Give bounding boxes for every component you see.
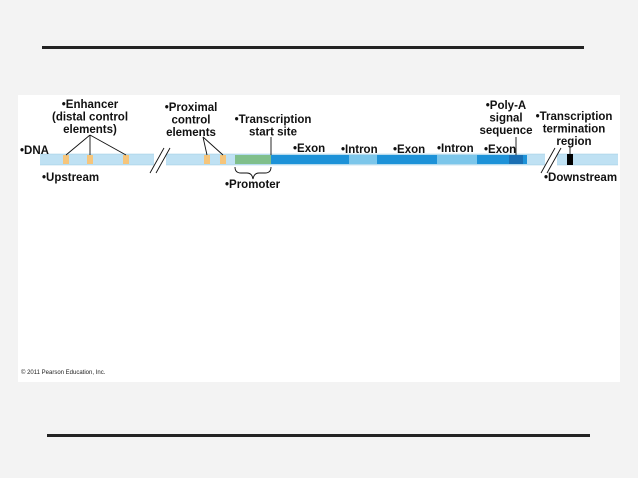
dna-label: •DNA — [20, 145, 49, 157]
intron-label-1: •Intron — [341, 144, 378, 156]
exon-1 — [271, 155, 349, 164]
exon-label-3: •Exon — [484, 144, 516, 156]
promoter-label: •Promoter — [225, 179, 281, 191]
top-divider — [42, 46, 584, 49]
downstream-label: •Downstream — [544, 172, 617, 184]
proximal-element-2 — [220, 155, 226, 164]
enhancer-element-2 — [87, 155, 93, 164]
copyright-text: © 2011 Pearson Education, Inc. — [21, 370, 106, 376]
exon-2 — [377, 155, 437, 164]
strand-break-right — [540, 147, 562, 174]
exon-label-2: •Exon — [393, 144, 425, 156]
intron-1 — [349, 155, 377, 164]
proximal-element-1 — [204, 155, 210, 164]
strand-break-left — [149, 147, 171, 174]
enhancer-element-3 — [123, 155, 129, 164]
exon-3 — [477, 155, 527, 164]
promoter-region — [235, 155, 271, 164]
termination-region-mark — [567, 154, 573, 165]
bottom-divider — [47, 434, 590, 437]
enhancer-element-1 — [63, 155, 69, 164]
pointer-lines — [65, 134, 571, 180]
intron-2 — [437, 155, 477, 164]
upstream-label: •Upstream — [42, 172, 99, 184]
polya-signal-segment — [509, 155, 523, 164]
exon-label-1: •Exon — [293, 143, 325, 155]
intron-label-2: •Intron — [437, 143, 474, 155]
